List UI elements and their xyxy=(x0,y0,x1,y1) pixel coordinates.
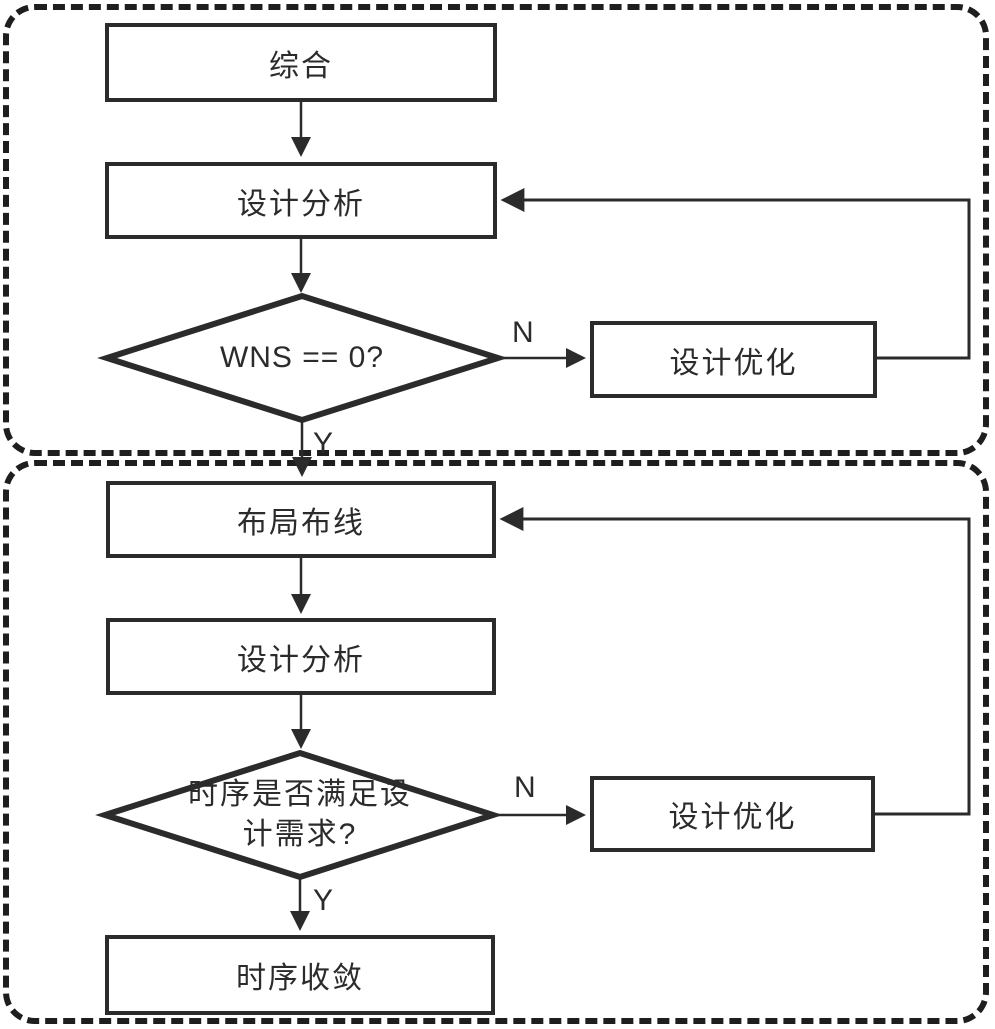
decision2-diamond xyxy=(95,749,503,881)
edge-optimize2-feedback-to-place-route xyxy=(499,507,971,816)
node-synthesis-label: 综合 xyxy=(269,49,333,83)
node-design-optimization-2-label: 设计优化 xyxy=(668,801,797,834)
decision1-label: WNS == 0? xyxy=(150,330,454,386)
node-timing-closure-label: 时序收敛 xyxy=(236,962,364,995)
decision1-no-label: N xyxy=(512,316,534,349)
node-design-analysis-2-label: 设计分析 xyxy=(237,643,365,677)
edge-optimize1-feedback-to-analysis1 xyxy=(500,188,971,360)
node-place-and-route: 布局布线 xyxy=(106,481,496,558)
node-design-analysis-1-label: 设计分析 xyxy=(237,187,365,221)
decision2-no-label: N xyxy=(514,771,536,804)
decision1-diamond xyxy=(97,292,508,424)
node-design-optimization-1: 设计优化 xyxy=(590,321,877,398)
node-design-optimization-1-label: 设计优化 xyxy=(669,346,798,380)
decision2-yes-label: Y xyxy=(313,884,334,917)
decision2-question-line1: 时序是否满足设 xyxy=(188,777,412,811)
node-synthesis: 综合 xyxy=(105,23,497,102)
place-and-route-phase-group xyxy=(3,460,989,1024)
node-design-analysis-2: 设计分析 xyxy=(106,618,496,695)
node-place-and-route-label: 布局布线 xyxy=(237,506,365,540)
decision1-question: WNS == 0? xyxy=(219,340,385,374)
decision1-yes-label: Y xyxy=(313,427,334,460)
decision2-question-line2: 计需求? xyxy=(242,818,358,851)
node-design-analysis-1: 设计分析 xyxy=(105,162,497,239)
decision2-label: 时序是否满足设 计需求? xyxy=(155,772,445,858)
synthesis-phase-group xyxy=(3,4,989,456)
node-timing-closure: 时序收敛 xyxy=(105,935,495,1015)
node-design-optimization-2: 设计优化 xyxy=(590,776,875,852)
